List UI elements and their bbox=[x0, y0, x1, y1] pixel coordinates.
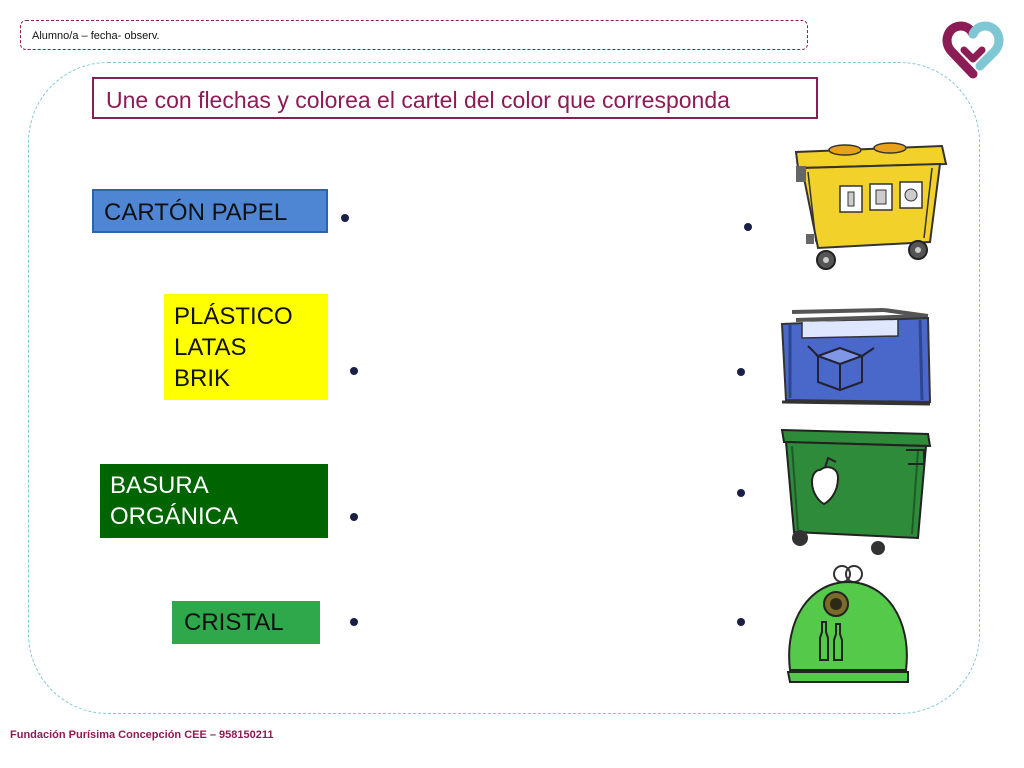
label-carton-text: CARTÓN PAPEL bbox=[104, 199, 288, 226]
instruction-title: Une con flechas y colorea el cartel del … bbox=[92, 77, 818, 119]
glass-igloo-icon bbox=[786, 565, 909, 683]
header-text: Alumno/a – fecha- observ. bbox=[32, 30, 160, 42]
label-organica-text: BASURA ORGÁNICA bbox=[110, 472, 239, 530]
dot-left-2[interactable] bbox=[350, 367, 358, 375]
content-frame bbox=[28, 62, 980, 714]
instruction-text: Une con flechas y colorea el cartel del … bbox=[106, 87, 730, 113]
blue-container-icon bbox=[780, 308, 932, 406]
label-plastico-text: PLÁSTICO LATAS BRIK bbox=[174, 303, 293, 392]
yellow-container-icon bbox=[794, 142, 948, 270]
dot-right-2[interactable] bbox=[737, 368, 745, 376]
green-container-icon bbox=[780, 428, 932, 555]
label-cristal: CRISTAL bbox=[172, 601, 320, 644]
label-cristal-text: CRISTAL bbox=[184, 609, 284, 636]
dot-left-1[interactable] bbox=[341, 214, 349, 222]
header-box: Alumno/a – fecha- observ. bbox=[20, 20, 808, 50]
label-organica: BASURA ORGÁNICA bbox=[100, 464, 328, 538]
dot-right-3[interactable] bbox=[737, 489, 745, 497]
heart-logo-icon bbox=[942, 21, 1004, 79]
dot-right-1[interactable] bbox=[744, 223, 752, 231]
dot-left-3[interactable] bbox=[350, 513, 358, 521]
dot-right-4[interactable] bbox=[737, 618, 745, 626]
label-carton-papel: CARTÓN PAPEL bbox=[92, 189, 328, 233]
label-plastico: PLÁSTICO LATAS BRIK bbox=[164, 294, 328, 400]
footer-text: Fundación Purísima Concepción CEE – 9581… bbox=[10, 729, 274, 741]
dot-left-4[interactable] bbox=[350, 618, 358, 626]
